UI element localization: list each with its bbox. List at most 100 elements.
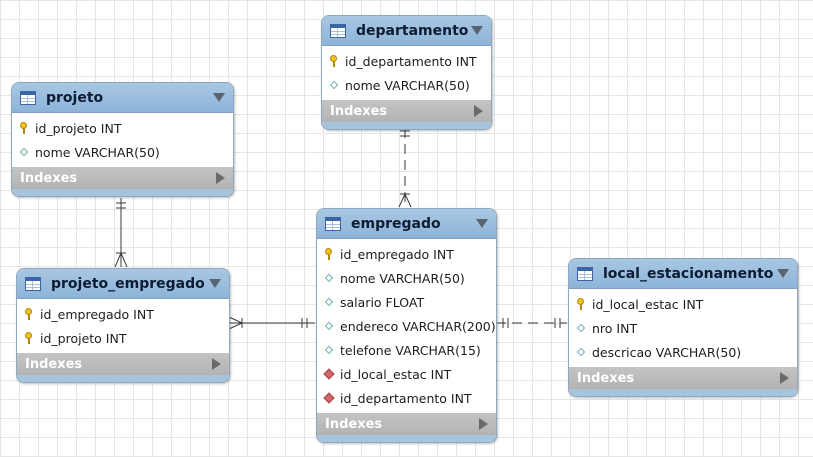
collapse-arrow-icon[interactable] <box>777 269 789 278</box>
entity-header[interactable]: empregado <box>317 209 496 239</box>
entity-title: local_estacionamento <box>603 265 774 282</box>
column-label: nro INT <box>592 320 638 336</box>
column-diamond-icon <box>329 79 339 91</box>
crow-foot-mark <box>398 193 406 208</box>
column-label: id_empregado INT <box>340 246 454 262</box>
table-icon <box>330 23 346 38</box>
column-label: id_departamento INT <box>340 390 472 406</box>
column-row[interactable]: nome VARCHAR(50) <box>317 266 496 290</box>
column-row[interactable]: id_projeto INT <box>12 116 233 140</box>
column-label: endereco VARCHAR(200) <box>340 318 496 334</box>
column-row[interactable]: nome VARCHAR(50) <box>12 140 233 164</box>
primary-key-icon <box>576 298 586 310</box>
primary-key-icon <box>24 308 34 320</box>
column-diamond-icon <box>324 272 334 284</box>
foreign-key-icon <box>324 368 334 380</box>
column-row[interactable]: id_projeto INT <box>17 326 229 350</box>
indexes-section[interactable]: Indexes <box>322 100 491 122</box>
column-diamond-icon <box>19 146 29 158</box>
crow-foot-mark <box>120 252 128 268</box>
table-icon <box>25 276 41 291</box>
indexes-section[interactable]: Indexes <box>569 367 797 389</box>
collapse-arrow-icon[interactable] <box>213 93 225 102</box>
crow-foot-mark <box>114 252 122 268</box>
foreign-key-icon <box>324 392 334 404</box>
expand-arrow-icon[interactable] <box>212 358 221 370</box>
crow-foot-mark <box>228 322 243 330</box>
collapse-arrow-icon[interactable] <box>209 279 221 288</box>
entity-bottom-strip <box>17 375 229 382</box>
entity-header[interactable]: departamento <box>322 16 491 46</box>
column-list: id_departamento INT nome VARCHAR(50) <box>322 46 491 100</box>
column-diamond-icon <box>576 322 586 334</box>
entity-title: empregado <box>351 215 441 232</box>
column-row[interactable]: id_empregado INT <box>17 302 229 326</box>
collapse-arrow-icon[interactable] <box>471 26 483 35</box>
entity-projeto-empregado[interactable]: projeto_empregado id_empregado INT id_pr… <box>16 268 230 383</box>
column-label: id_local_estac INT <box>340 366 452 382</box>
column-row[interactable]: id_local_estac INT <box>317 362 496 386</box>
column-label: id_empregado INT <box>40 306 154 322</box>
column-diamond-icon <box>324 296 334 308</box>
column-row[interactable]: descricao VARCHAR(50) <box>569 340 797 364</box>
column-row[interactable]: endereco VARCHAR(200) <box>317 314 496 338</box>
entity-departamento[interactable]: departamento id_departamento INT nome VA… <box>321 15 492 130</box>
column-row[interactable]: id_empregado INT <box>317 242 496 266</box>
table-icon <box>20 90 36 105</box>
column-label: nome VARCHAR(50) <box>340 270 465 286</box>
column-label: telefone VARCHAR(15) <box>340 342 481 358</box>
crow-foot-mark <box>228 316 243 324</box>
crow-foot-mark <box>404 193 412 208</box>
entity-bottom-strip <box>322 122 491 129</box>
column-diamond-icon <box>324 320 334 332</box>
column-label: nome VARCHAR(50) <box>35 144 160 160</box>
column-row[interactable]: id_local_estac INT <box>569 292 797 316</box>
column-diamond-icon <box>576 346 586 358</box>
collapse-arrow-icon[interactable] <box>476 219 488 228</box>
indexes-label: Indexes <box>325 416 383 432</box>
column-row[interactable]: nome VARCHAR(50) <box>322 73 491 97</box>
column-label: id_departamento INT <box>345 53 477 69</box>
entity-bottom-strip <box>569 389 797 396</box>
column-row[interactable]: nro INT <box>569 316 797 340</box>
primary-key-icon <box>24 332 34 344</box>
indexes-label: Indexes <box>20 170 78 186</box>
entity-header[interactable]: local_estacionamento <box>569 259 797 289</box>
expand-arrow-icon[interactable] <box>780 372 789 384</box>
entity-header[interactable]: projeto_empregado <box>17 269 229 299</box>
indexes-label: Indexes <box>25 356 83 372</box>
indexes-label: Indexes <box>577 370 635 386</box>
column-diamond-icon <box>324 344 334 356</box>
indexes-label: Indexes <box>330 103 388 119</box>
entity-local-estacionamento[interactable]: local_estacionamento id_local_estac INT … <box>568 258 798 397</box>
column-row[interactable]: id_departamento INT <box>322 49 491 73</box>
column-row[interactable]: id_departamento INT <box>317 386 496 410</box>
primary-key-icon <box>19 122 29 134</box>
column-label: nome VARCHAR(50) <box>345 77 470 93</box>
column-list: id_empregado INT id_projeto INT <box>17 299 229 353</box>
entity-title: departamento <box>356 22 469 39</box>
column-list: id_local_estac INT nro INT descricao VAR… <box>569 289 797 367</box>
entity-title: projeto_empregado <box>51 275 205 292</box>
column-row[interactable]: telefone VARCHAR(15) <box>317 338 496 362</box>
table-icon <box>577 266 593 281</box>
entity-header[interactable]: projeto <box>12 83 233 113</box>
indexes-section[interactable]: Indexes <box>317 413 496 435</box>
entity-projeto[interactable]: projeto id_projeto INT nome VARCHAR(50) … <box>11 82 234 197</box>
entity-empregado[interactable]: empregado id_empregado INT nome VARCHAR(… <box>316 208 497 443</box>
column-list: id_projeto INT nome VARCHAR(50) <box>12 113 233 167</box>
column-label: descricao VARCHAR(50) <box>592 344 742 360</box>
column-label: id_projeto INT <box>35 120 122 136</box>
indexes-section[interactable]: Indexes <box>17 353 229 375</box>
primary-key-icon <box>324 248 334 260</box>
table-icon <box>325 216 341 231</box>
expand-arrow-icon[interactable] <box>216 172 225 184</box>
entity-bottom-strip <box>317 435 496 442</box>
column-list: id_empregado INT nome VARCHAR(50) salari… <box>317 239 496 413</box>
indexes-section[interactable]: Indexes <box>12 167 233 189</box>
expand-arrow-icon[interactable] <box>474 105 483 117</box>
primary-key-icon <box>329 55 339 67</box>
expand-arrow-icon[interactable] <box>479 418 488 430</box>
column-row[interactable]: salario FLOAT <box>317 290 496 314</box>
